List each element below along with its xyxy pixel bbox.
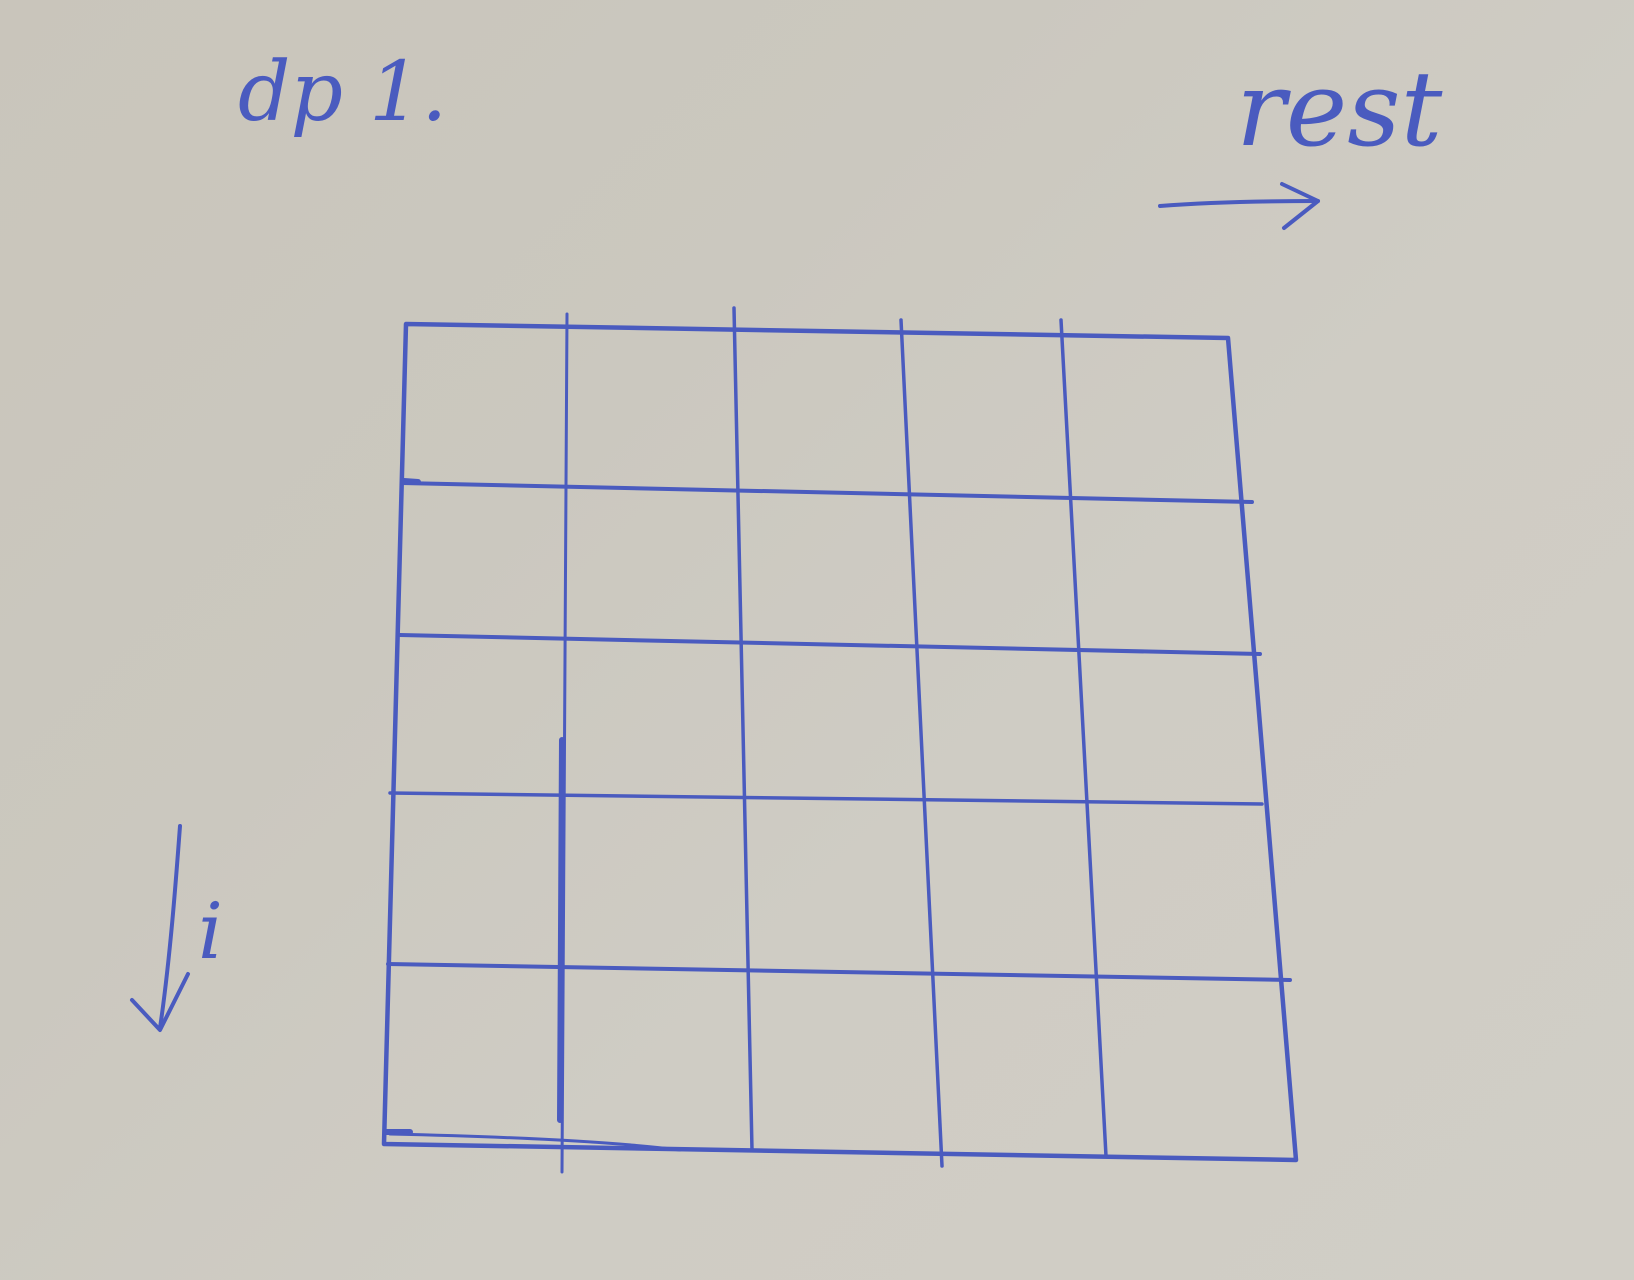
- grid-row-line: [388, 791, 1264, 806]
- grid-column-line: [1059, 318, 1108, 1158]
- dp-grid: [381, 306, 1299, 1174]
- title-label: dp 1.: [238, 45, 447, 140]
- pen-mark: [401, 478, 421, 485]
- column-direction-label: rest: [1236, 48, 1443, 170]
- right-arrow-icon: [1158, 182, 1320, 230]
- grid-column-emphasis: [557, 737, 565, 1123]
- grid-row-line: [398, 633, 1262, 656]
- pen-mark: [388, 1132, 682, 1152]
- row-direction-label: i: [198, 887, 223, 977]
- down-arrow-icon: [130, 824, 190, 1032]
- grid-border: [381, 321, 1299, 1163]
- grid-column-line: [732, 306, 754, 1152]
- grid-column-line: [899, 318, 944, 1168]
- grid-row-line: [400, 481, 1254, 504]
- grid-row-line: [386, 962, 1292, 982]
